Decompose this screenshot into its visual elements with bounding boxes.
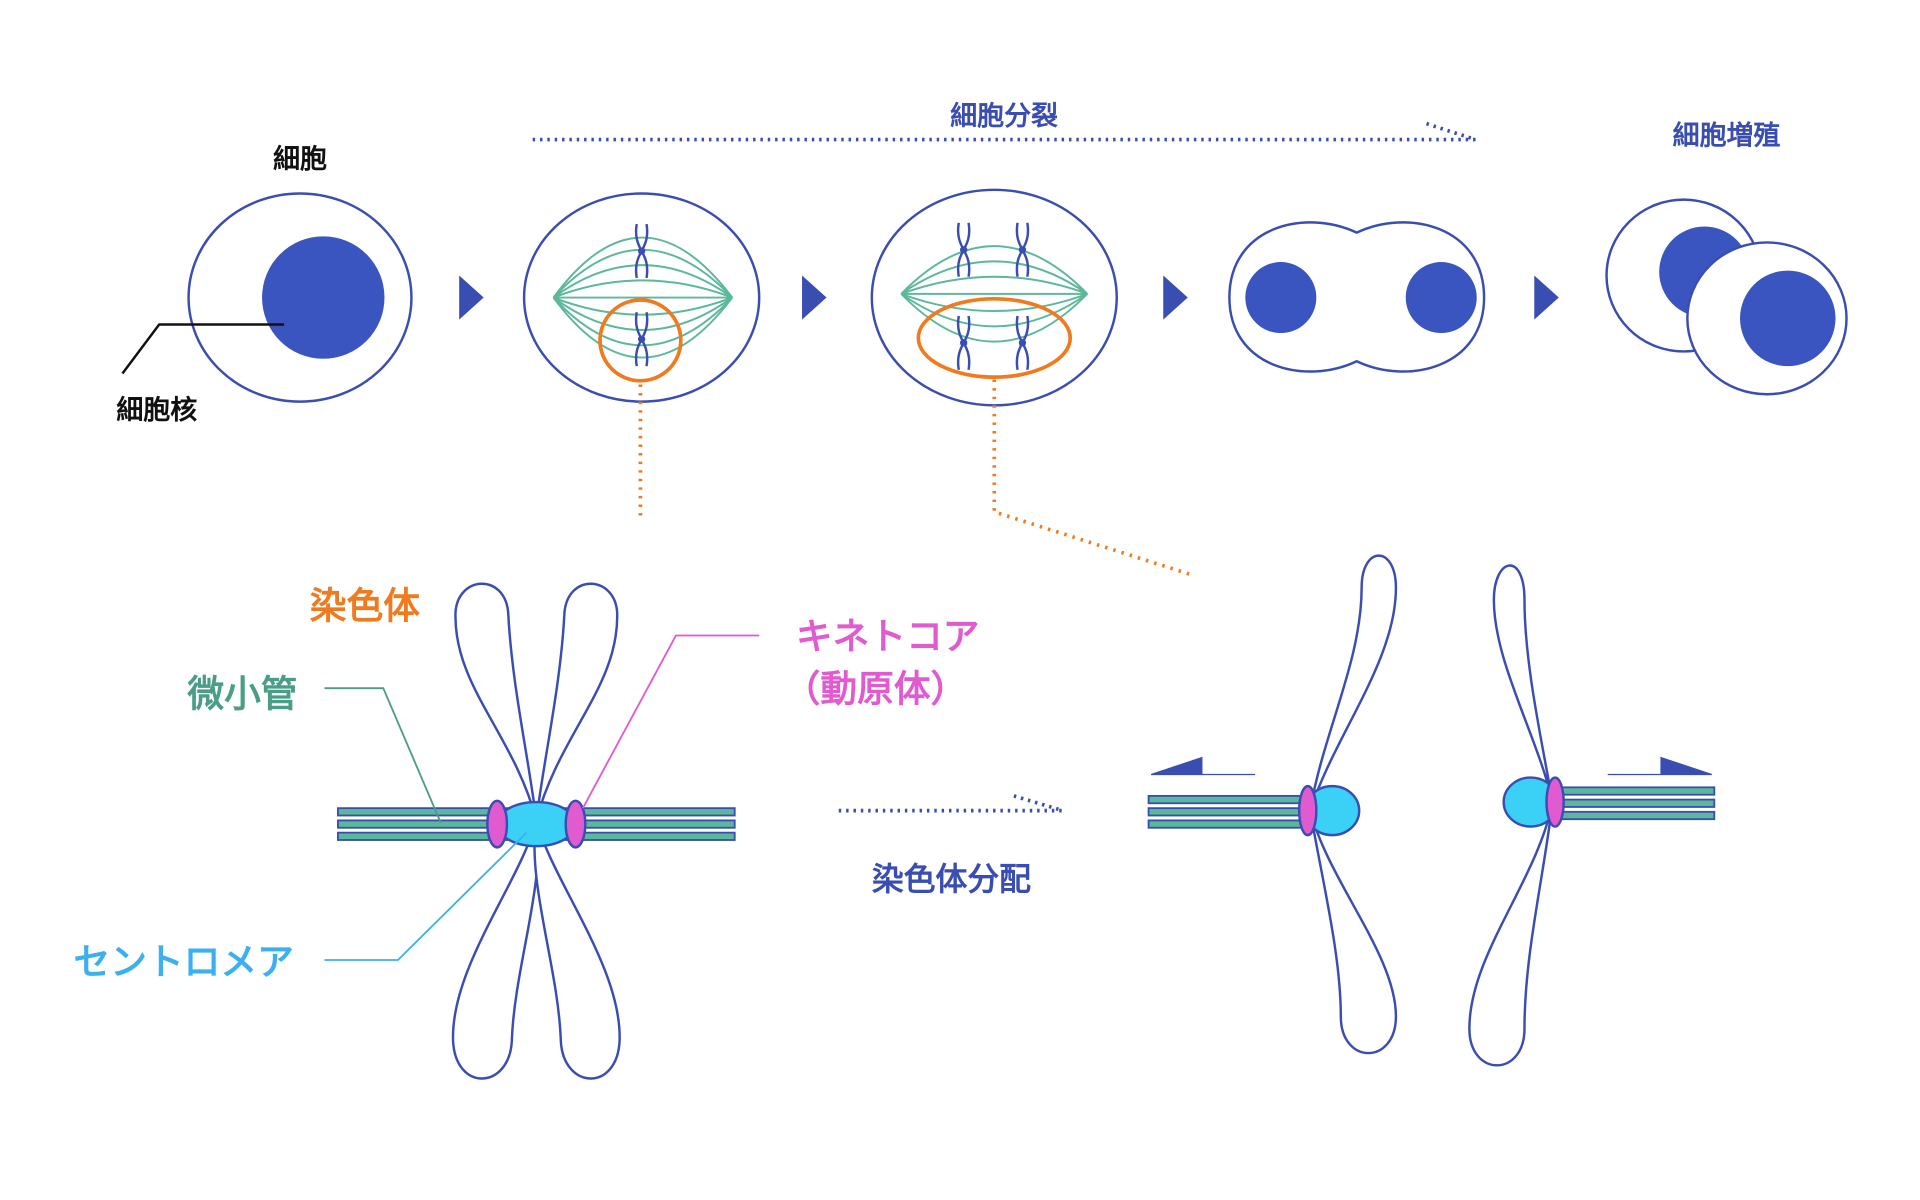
centromere-label: セントロメア (74, 941, 294, 984)
arrow-right-icon (1163, 275, 1188, 320)
arrow-right-icon (802, 275, 827, 320)
highlight-circle (598, 298, 683, 383)
microtubule-label: 微小管 (186, 673, 297, 716)
kinetochore-leader (582, 634, 760, 809)
kinetochore (486, 799, 509, 849)
cell-division-label: 細胞分裂 (950, 101, 1058, 132)
zoom-connectors (638, 379, 1195, 578)
nucleus (1405, 262, 1477, 334)
segregation-label: 染色体分配 (872, 860, 1031, 898)
highlight-ellipse (916, 296, 1073, 379)
cell-anaphase (870, 188, 1118, 407)
stage-arrows (459, 275, 1559, 320)
cell-label: 細胞 (273, 144, 327, 175)
kinetochore (1297, 784, 1318, 837)
nucleus-label: 細胞核 (116, 394, 197, 426)
cell-proliferation-label: 細胞増殖 (1673, 119, 1781, 151)
centromere-leader (324, 832, 528, 961)
kinetochore (1545, 776, 1565, 828)
nucleus (262, 236, 385, 359)
nucleus-leader-line (121, 323, 285, 375)
cell-telophase (1228, 221, 1486, 373)
kinetochore (564, 799, 587, 849)
kinetochore-label: キネトコア (796, 615, 980, 658)
nucleus (1245, 262, 1317, 334)
centromere (495, 800, 577, 848)
daughter-cells (1605, 198, 1848, 396)
separated-chromatids (1147, 554, 1716, 1067)
microtubules (1147, 786, 1716, 829)
chromosome-label: 染色体 (310, 584, 420, 627)
kinetochore-alt-label: （動原体） (784, 668, 968, 711)
pull-right-arrow-icon (1607, 756, 1712, 776)
segregation-dotted-arrow (838, 794, 1064, 813)
division-dotted-arrow (532, 121, 1477, 142)
arrow-right-icon (1534, 275, 1559, 320)
microtubule-leader (324, 687, 442, 824)
pull-left-arrow-icon (1151, 756, 1256, 776)
cell-interphase (121, 192, 413, 403)
cell-metaphase (522, 192, 761, 403)
chromosome-detail (337, 582, 736, 1080)
arrow-right-icon (459, 275, 484, 320)
